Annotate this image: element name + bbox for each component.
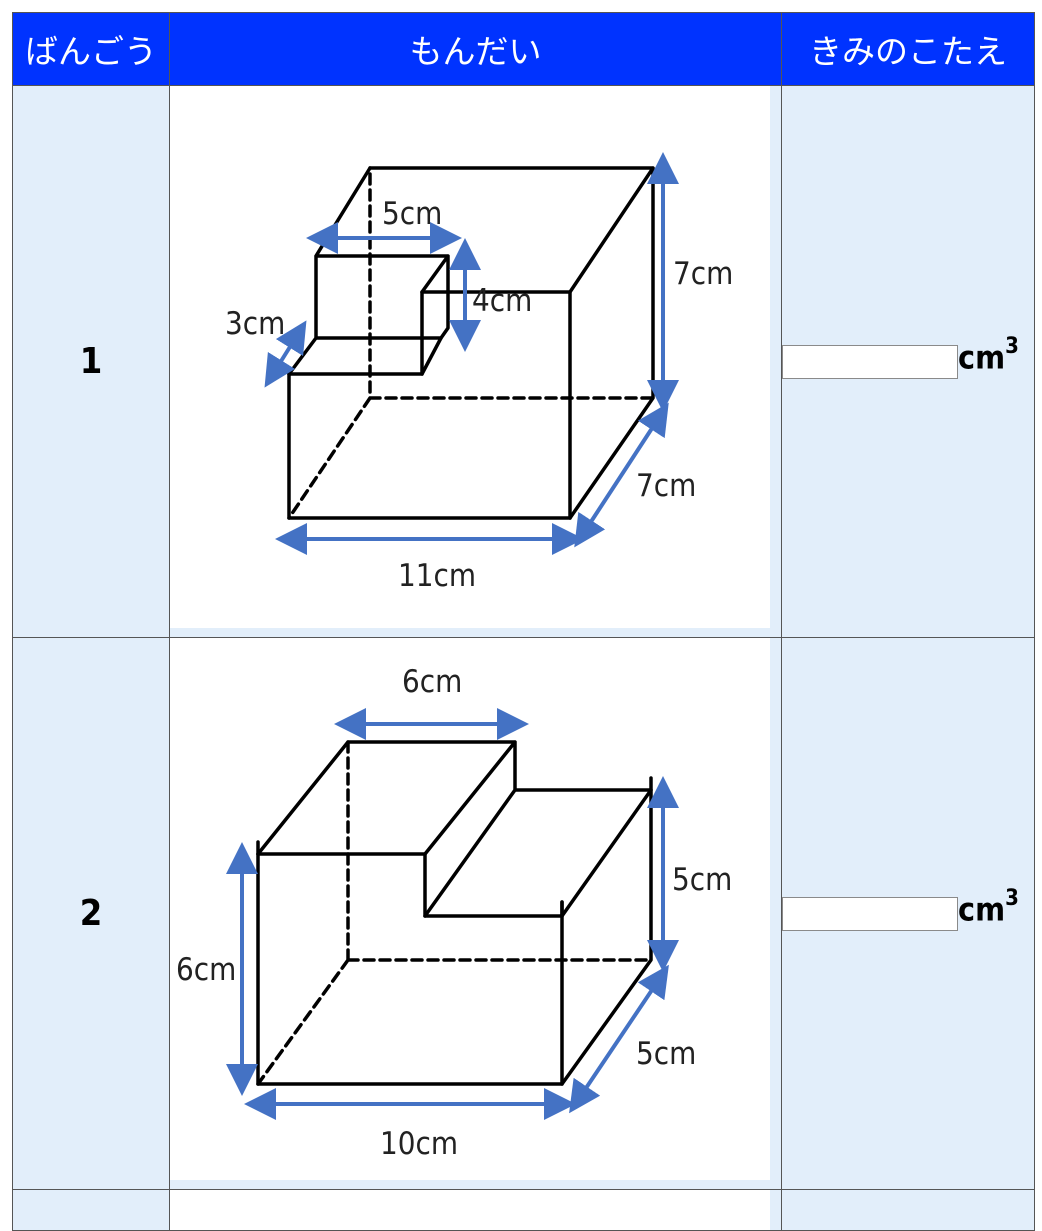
label-11cm: 11cm	[398, 558, 476, 594]
problem-number	[12, 1189, 170, 1231]
answer-group: cm3	[782, 886, 1034, 933]
label-6cm-height: 6cm	[176, 952, 236, 988]
unit-label: cm3	[958, 334, 1019, 377]
label-5cm-depth: 5cm	[636, 1036, 696, 1072]
problem-row-1: 1	[12, 85, 1035, 638]
problem-row-2: 2	[12, 637, 1035, 1190]
problem-cell: 5cm 4cm 3cm 7cm 7cm 11cm	[169, 85, 782, 638]
solid-diagram-2: 6cm 5cm 6cm 5cm 10cm	[176, 664, 732, 1162]
problem-number: 2	[12, 637, 170, 1190]
answer-input-1[interactable]	[782, 344, 958, 379]
label-7cm-height: 7cm	[673, 256, 733, 292]
header-problem: もんだい	[169, 12, 782, 86]
label-10cm: 10cm	[380, 1126, 458, 1162]
header-number: ばんごう	[12, 12, 170, 86]
figure-3-solid	[170, 1190, 770, 1230]
answer-group: cm3	[782, 334, 1034, 381]
label-7cm-depth: 7cm	[636, 468, 696, 504]
problem-row-3	[12, 1189, 1035, 1231]
figure-1-solid: 5cm 4cm 3cm 7cm 7cm 11cm	[170, 86, 770, 628]
problem-cell	[169, 1189, 782, 1231]
unit-text: cm	[958, 338, 1006, 377]
label-5cm-height: 5cm	[672, 862, 732, 898]
figure-2-solid: 6cm 5cm 6cm 5cm 10cm	[170, 638, 770, 1180]
solid-diagram-1: 5cm 4cm 3cm 7cm 7cm 11cm	[225, 152, 733, 594]
label-6cm-top: 6cm	[402, 664, 462, 700]
label-3cm: 3cm	[225, 306, 285, 342]
unit-text: cm	[958, 890, 1006, 929]
problem-number: 1	[12, 85, 170, 638]
header-answer: きみのこたえ	[781, 12, 1035, 86]
label-5cm: 5cm	[382, 196, 442, 232]
answer-cell: cm3	[781, 637, 1035, 1190]
answer-cell: cm3	[781, 85, 1035, 638]
label-4cm: 4cm	[472, 283, 532, 319]
answer-cell	[781, 1189, 1035, 1231]
unit-exponent: 3	[1005, 886, 1019, 912]
problem-cell: 6cm 5cm 6cm 5cm 10cm	[169, 637, 782, 1190]
unit-exponent: 3	[1005, 334, 1019, 360]
answer-input-2[interactable]	[782, 896, 958, 931]
header-row: ばんごう もんだい きみのこたえ	[12, 12, 1035, 86]
quiz-table: ばんごう もんだい きみのこたえ 1	[12, 12, 1035, 1231]
unit-label: cm3	[958, 886, 1019, 929]
